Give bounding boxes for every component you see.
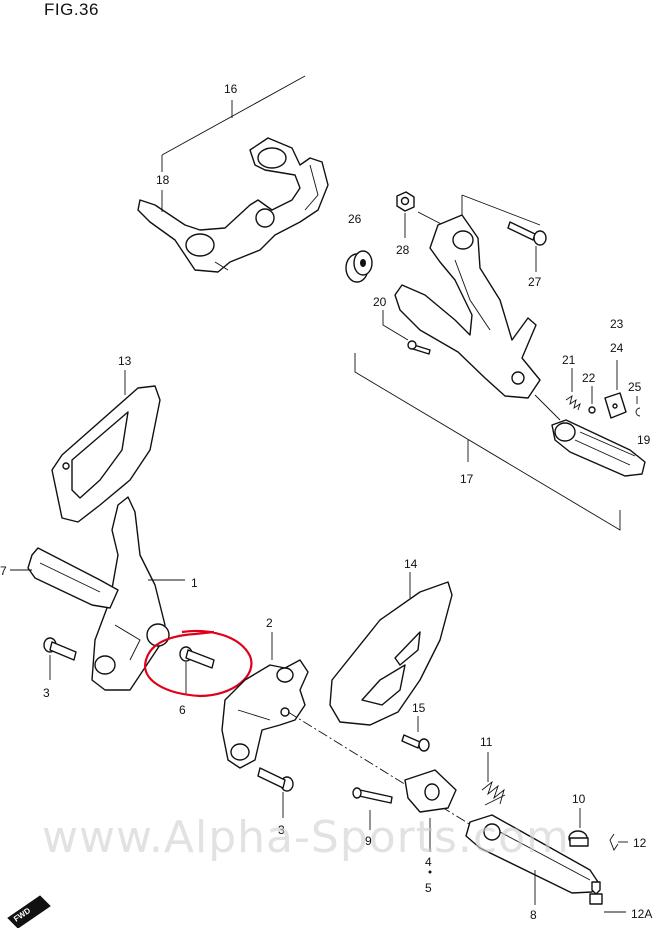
callout-9[interactable]: 9 [365, 834, 372, 848]
callout-12[interactable]: 12 [633, 836, 647, 850]
highlight-circle-6 [144, 629, 253, 698]
footrest-bracket-17[interactable] [394, 214, 541, 399]
callout-5[interactable]: 5 [425, 881, 432, 895]
footpeg-7[interactable] [27, 547, 119, 609]
bracket-assembly-16[interactable] [137, 137, 329, 273]
callout-27[interactable]: 27 [528, 275, 542, 289]
footrest-bracket-2[interactable] [221, 659, 309, 769]
leader-17 [354, 353, 621, 531]
callout-1[interactable]: 1 [191, 576, 198, 590]
bolt-27[interactable] [507, 221, 547, 246]
callout-15[interactable]: 15 [412, 701, 426, 715]
clip-12[interactable] [609, 833, 619, 851]
callout-12a[interactable]: 12A [631, 907, 652, 921]
callout-16[interactable]: 16 [224, 82, 238, 96]
callout-19[interactable]: 19 [637, 433, 651, 447]
callout-23[interactable]: 23 [610, 317, 624, 331]
callout-10[interactable]: 10 [572, 792, 586, 806]
callout-26[interactable]: 26 [348, 212, 362, 226]
callout-8[interactable]: 8 [530, 908, 537, 922]
callout-18[interactable]: 18 [156, 173, 170, 187]
bolt-6[interactable] [179, 646, 215, 669]
heel-guard-13[interactable] [51, 385, 161, 523]
plate-24[interactable] [604, 392, 627, 419]
callout-22[interactable]: 22 [582, 371, 596, 385]
callout-20[interactable]: 20 [373, 295, 387, 309]
pin-20[interactable] [407, 340, 431, 355]
callout-2[interactable]: 2 [266, 616, 273, 630]
ball-22[interactable] [588, 406, 596, 414]
callout-6[interactable]: 6 [179, 703, 186, 717]
figure-title: FIG.36 [44, 0, 99, 19]
footpeg-8[interactable] [465, 814, 599, 894]
callout-14[interactable]: 14 [404, 557, 418, 571]
nut-28[interactable] [396, 191, 415, 212]
callout-4[interactable]: 4 [425, 855, 432, 869]
leader-16 [161, 75, 306, 172]
spacer-26[interactable] [345, 250, 373, 283]
watermark: www.Alpha-Sports.com [42, 812, 570, 863]
spring-11[interactable] [481, 780, 506, 806]
callout-11[interactable]: 11 [480, 735, 493, 749]
pin-9[interactable] [352, 787, 393, 804]
heel-guard-14[interactable] [329, 581, 453, 726]
callout-24[interactable]: 24 [610, 341, 624, 355]
callout-25[interactable]: 25 [628, 380, 642, 394]
callout-13[interactable]: 13 [118, 354, 132, 368]
callout-7[interactable]: 7 [0, 564, 7, 578]
callout-3-center[interactable]: 3 [278, 823, 285, 837]
bolt-3-left[interactable] [43, 637, 77, 661]
callout-28[interactable]: 28 [396, 243, 410, 257]
spring-21[interactable] [565, 394, 581, 411]
clip-25[interactable] [635, 407, 641, 417]
pivot-10[interactable] [568, 830, 589, 847]
callout-21[interactable]: 21 [562, 353, 576, 367]
fwd-badge: FWD [7, 895, 51, 928]
callout-17[interactable]: 17 [460, 472, 474, 486]
bushing-4[interactable] [404, 769, 457, 813]
footpeg-19[interactable] [534, 394, 646, 477]
nipple-12a[interactable] [589, 881, 603, 905]
callout-3-left[interactable]: 3 [43, 686, 50, 700]
bolt-15[interactable] [401, 734, 430, 752]
bolt-3-center[interactable] [257, 767, 294, 792]
footrest-bracket-1[interactable] [91, 496, 170, 691]
